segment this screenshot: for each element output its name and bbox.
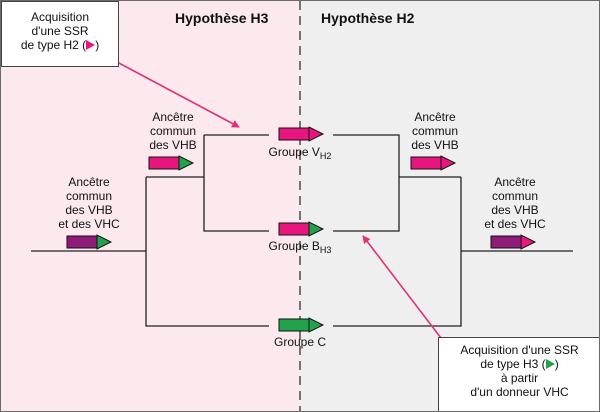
- hypothesis-h3-panel: [1, 1, 300, 411]
- note-top-suffix: ): [95, 38, 100, 52]
- box-ancestor-right-inner: [410, 155, 457, 171]
- branch-left-outer: [145, 177, 269, 327]
- ssr-marker: [178, 155, 195, 171]
- arrow-h3-acquisition: [362, 235, 442, 339]
- arrow-h2-acquisition: [116, 61, 240, 128]
- box-group-b: [278, 221, 325, 237]
- box-group-c: [278, 317, 325, 333]
- header-hypothesis-h2: Hypothèse H2: [321, 10, 415, 26]
- note-top-line-2: d'une SSR: [31, 24, 89, 38]
- tree-lines: [31, 134, 573, 327]
- label-ancestor-right-inner: Ancêtre commun des VHB: [399, 110, 471, 152]
- label-line: commun: [411, 124, 458, 138]
- label-line: des VHB: [149, 138, 197, 152]
- sequence-body: [148, 156, 180, 170]
- ssr-marker: [308, 317, 325, 333]
- note-top-line-1: Acquisition: [30, 10, 90, 24]
- note-bottom-line-4: d'un donneur VHC: [470, 385, 569, 399]
- label-group-v: Groupe VH2: [255, 145, 345, 161]
- group-c-text: Groupe C: [273, 335, 327, 349]
- box-ancestor-left-outer: [66, 234, 113, 250]
- ssr-marker: [308, 126, 325, 142]
- box-ancestor-left-inner: [148, 155, 195, 171]
- ssr-marker: [96, 234, 113, 250]
- sequence-body: [490, 235, 522, 249]
- label-line: Ancêtre: [152, 110, 194, 124]
- group-v-text: Groupe V: [268, 145, 320, 159]
- label-line: commun: [149, 124, 196, 138]
- note-bottom-prefix: de type H3 (: [480, 357, 546, 371]
- note-bottom-line-2: de type H3 (): [439, 357, 599, 371]
- label-line: Ancêtre: [494, 175, 536, 189]
- ssr-marker: [440, 155, 457, 171]
- note-acquisition-h3: Acquisition d'une SSR de type H3 () à pa…: [438, 337, 599, 411]
- sequence-body: [66, 235, 98, 249]
- sequence-boxes: [66, 126, 537, 333]
- note-bottom-line-3: à partir: [500, 371, 539, 385]
- note-bottom-line-1: Acquisition d'une SSR: [460, 343, 579, 357]
- label-line: et des VHC: [484, 217, 546, 231]
- label-group-b: Groupe BH3: [255, 239, 345, 255]
- label-ancestor-left-outer: Ancêtre commun des VHB et des VHC: [53, 175, 125, 231]
- branch-left-inner-fork: [203, 135, 269, 232]
- label-line: des VHB: [491, 203, 539, 217]
- label-group-c: Groupe C: [255, 335, 345, 349]
- note-top-line-3: de type H2 (): [2, 38, 118, 52]
- group-v-subscript: H2: [319, 151, 332, 161]
- sequence-body: [278, 127, 310, 141]
- label-line: des VHB: [411, 138, 459, 152]
- label-ancestor-left-inner: Ancêtre commun des VHB: [137, 110, 209, 152]
- note-acquisition-h2: Acquisition d'une SSR de type H2 (): [1, 1, 119, 67]
- annotation-arrows: [116, 61, 442, 339]
- label-ancestor-right-outer: Ancêtre commun des VHB et des VHC: [479, 175, 551, 231]
- header-hypothesis-h3: Hypothèse H3: [175, 10, 269, 26]
- box-group-v: [278, 126, 325, 142]
- label-line: commun: [65, 189, 112, 203]
- sequence-body: [278, 318, 310, 332]
- sequence-body: [278, 222, 310, 236]
- pink-triangle-icon: [86, 40, 96, 50]
- sequence-body: [410, 156, 442, 170]
- label-line: Ancêtre: [68, 175, 110, 189]
- label-line: et des VHC: [58, 217, 120, 231]
- branch-right-v: [333, 134, 400, 232]
- label-line: Ancêtre: [414, 110, 456, 124]
- ssr-marker: [308, 221, 325, 237]
- branch-right-outer: [333, 177, 462, 327]
- group-b-text: Groupe B: [268, 239, 320, 253]
- box-ancestor-right-outer: [490, 234, 537, 250]
- label-line: commun: [491, 189, 538, 203]
- green-triangle-icon: [545, 359, 555, 369]
- note-top-prefix: de type H2 (: [20, 38, 87, 52]
- ssr-marker: [520, 234, 537, 250]
- note-bottom-suffix: ): [554, 357, 559, 371]
- label-line: des VHB: [65, 203, 113, 217]
- group-b-subscript: H3: [319, 245, 332, 255]
